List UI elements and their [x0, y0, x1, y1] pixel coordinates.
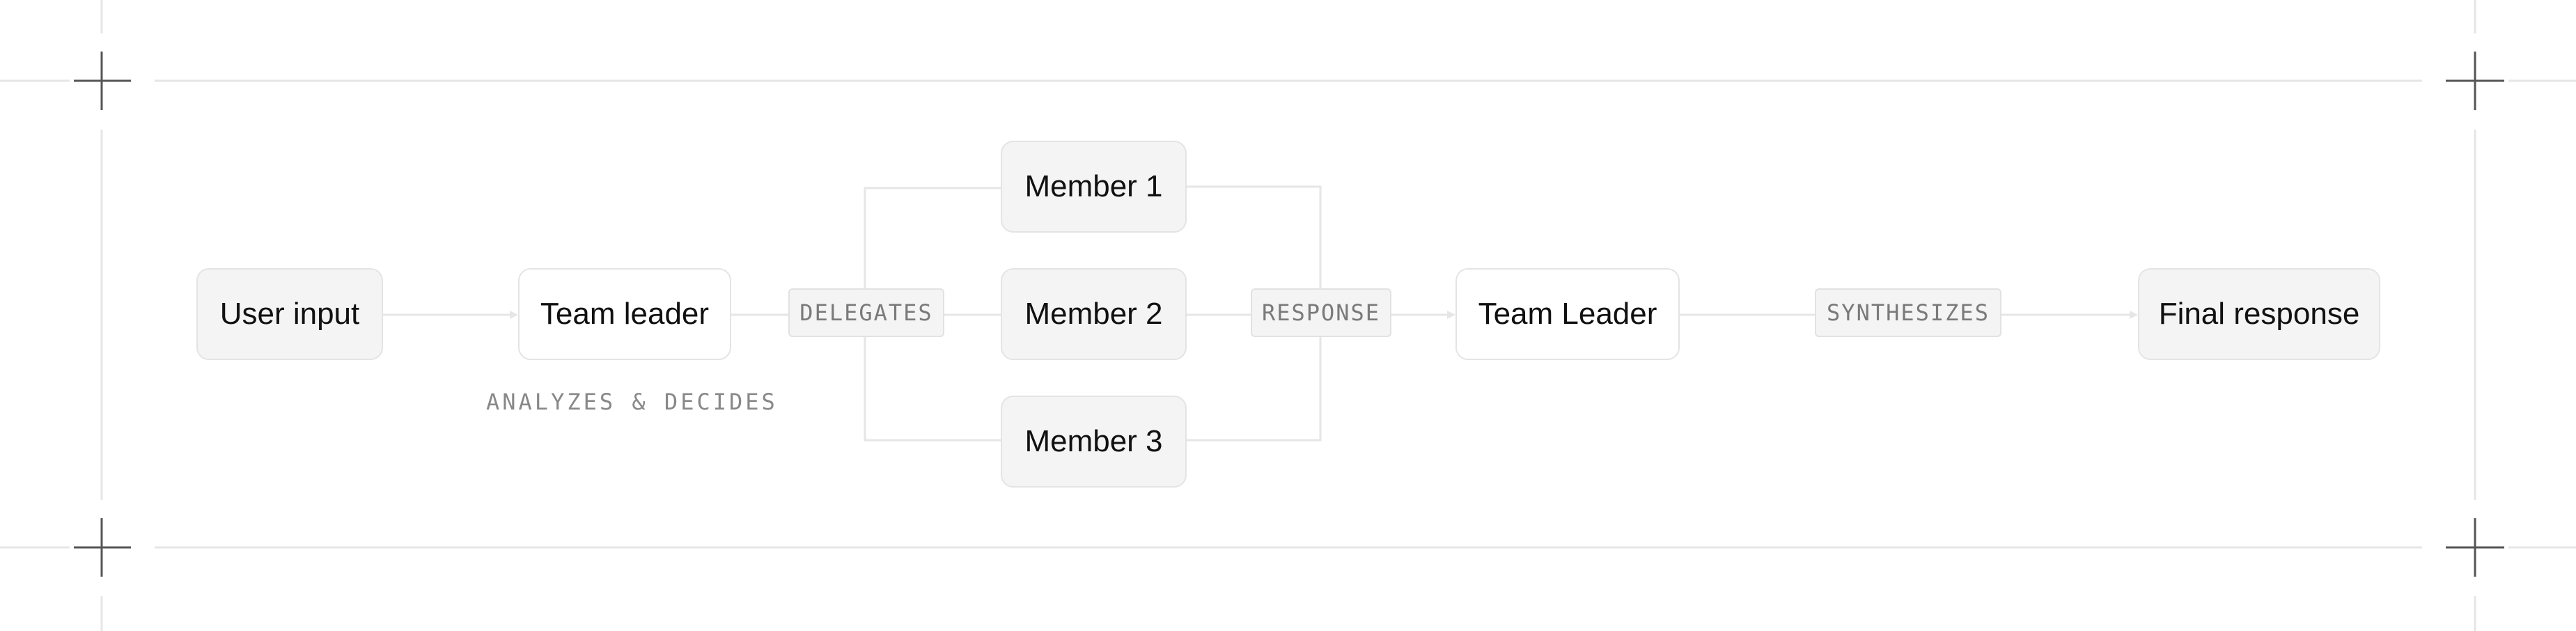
delegates-label: DELEGATES	[788, 288, 944, 337]
team-leader-node: Team leader	[518, 268, 731, 360]
member-2-node: Member 2	[1001, 268, 1187, 360]
delegates-text: DELEGATES	[799, 299, 933, 326]
crosshair-bottom-left	[74, 518, 131, 577]
member-3-label: Member 3	[1024, 424, 1163, 458]
team-leader-synth-label: Team Leader	[1478, 297, 1657, 331]
team-leader-synth-node: Team Leader	[1455, 268, 1680, 360]
user-input-label: User input	[219, 297, 360, 331]
edge-merge-member1	[1187, 185, 1322, 288]
arrowhead	[2130, 311, 2138, 319]
edge-branch-member3	[864, 337, 1001, 442]
team-leader-label: Team leader	[540, 297, 710, 331]
member-2-label: Member 2	[1024, 297, 1163, 331]
final-response-node: Final response	[2138, 268, 2380, 360]
crosshair-bottom-right	[2446, 518, 2504, 577]
edge-merge-member3	[1187, 337, 1322, 442]
synthesizes-label: SYNTHESIZES	[1815, 288, 2001, 337]
member-1-node: Member 1	[1001, 141, 1187, 233]
crosshair-top-right	[2446, 52, 2504, 110]
edge-branch-member1	[864, 187, 1001, 293]
crosshair-top-left	[74, 52, 131, 110]
response-label: RESPONSE	[1251, 288, 1391, 337]
member-3-node: Member 3	[1001, 396, 1187, 488]
analyzes-decides-caption: ANALYZES & DECIDES	[486, 389, 778, 415]
synthesizes-text: SYNTHESIZES	[1827, 299, 1990, 326]
response-text: RESPONSE	[1261, 299, 1381, 326]
final-response-label: Final response	[2158, 297, 2360, 331]
arrowhead	[510, 311, 518, 319]
member-1-label: Member 1	[1024, 169, 1163, 203]
user-input-node: User input	[196, 268, 383, 360]
arrowhead	[1447, 311, 1455, 319]
